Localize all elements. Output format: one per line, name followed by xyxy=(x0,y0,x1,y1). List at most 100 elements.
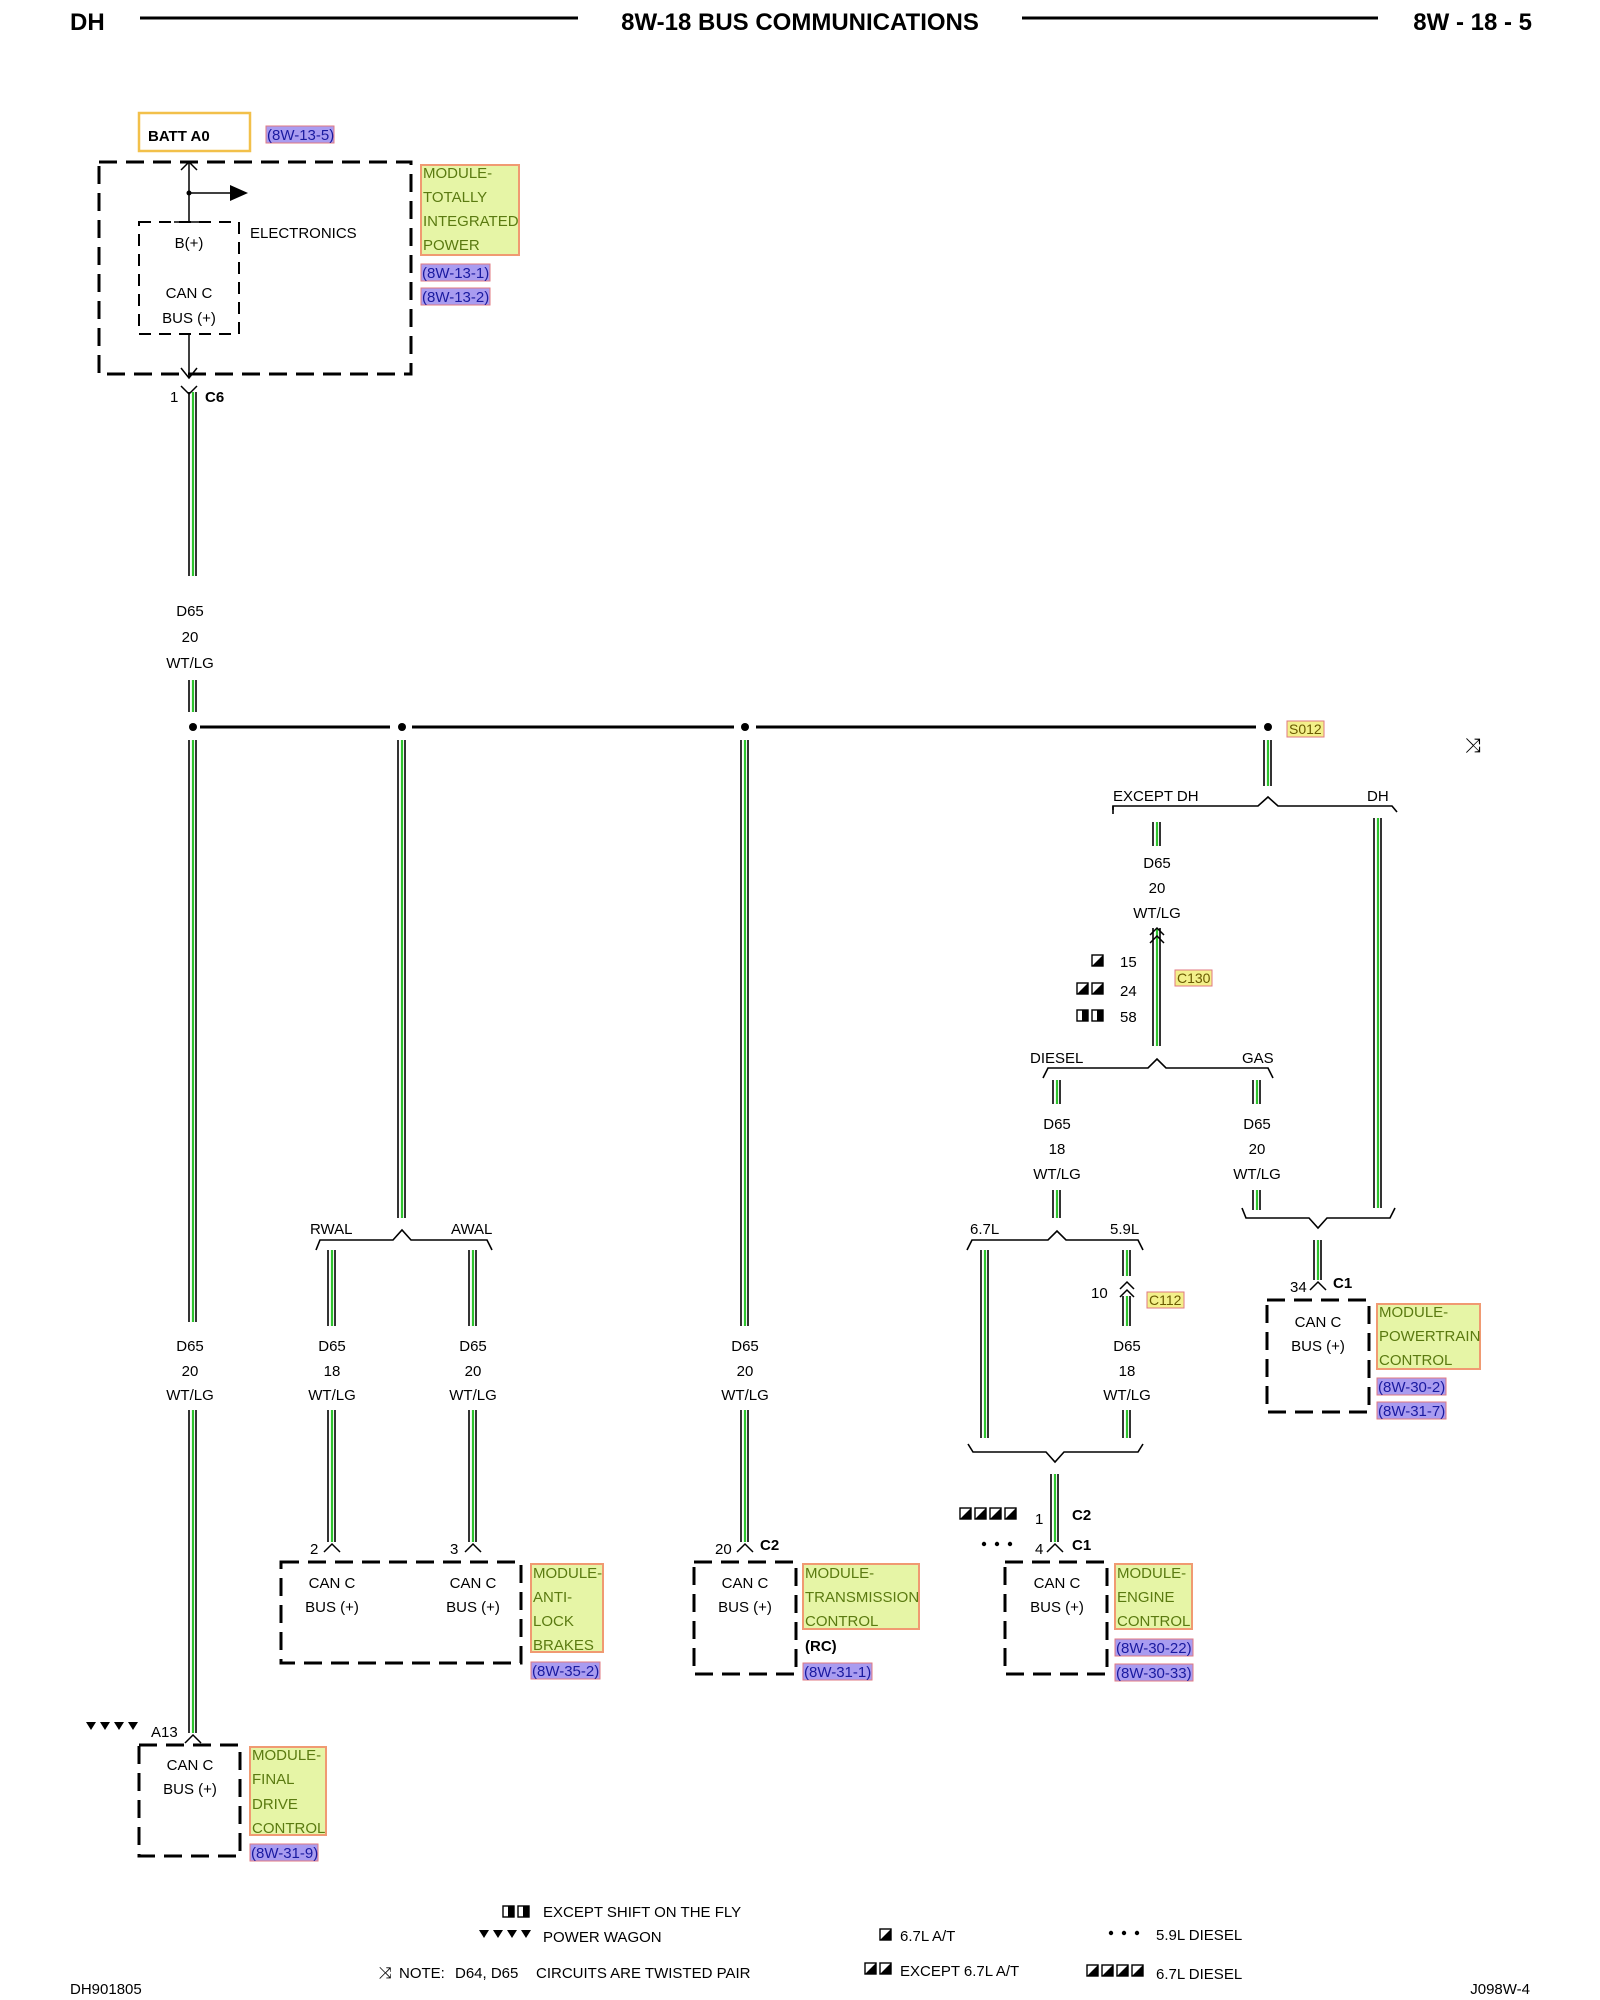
c130-pin: 15 xyxy=(1120,954,1137,971)
tipm-electronics: ELECTRONICS xyxy=(250,225,357,242)
legend-symbol-67diesel-icon xyxy=(959,1507,1017,1520)
wire-tcm xyxy=(740,740,749,1542)
legend-except-shift-icon xyxy=(502,1905,530,1918)
wire-gauge: 20 xyxy=(182,1363,199,1380)
ref-batt[interactable] xyxy=(265,125,335,144)
tipm-bus-plus: BUS (+) xyxy=(162,310,216,327)
wire-label-rwal: D65 18 WT/LG xyxy=(308,1338,356,1404)
fdcm-module-label-box xyxy=(249,1746,327,1836)
splice-s012: S012 xyxy=(1286,720,1325,738)
branch-diesel: DIESEL xyxy=(1030,1050,1083,1067)
legend-symbol-except-67at-icon xyxy=(1076,982,1104,995)
tipm-can-c: CAN C xyxy=(166,285,213,302)
branch-dh: EXCEPT DH DH xyxy=(1112,788,1398,814)
pcm-can-c: CAN C xyxy=(1295,1314,1342,1331)
tipm-connector: C6 xyxy=(205,389,224,406)
tipm-module-label-box xyxy=(420,164,520,256)
wire-awal xyxy=(468,1250,477,1542)
ref-pcm-2[interactable] xyxy=(1376,1401,1447,1420)
wire-circuit: D65 xyxy=(459,1338,487,1355)
ref-tipm-2-text: (8W-13-2) xyxy=(422,289,489,306)
abs-can-c: CAN C xyxy=(309,1575,356,1592)
ref-tipm-2[interactable] xyxy=(420,287,491,306)
branch-awal: AWAL xyxy=(451,1221,492,1238)
c112-label: C112 xyxy=(1149,1292,1182,1308)
legend-note-label: NOTE: xyxy=(399,1965,445,1982)
ref-tcm[interactable] xyxy=(802,1662,873,1681)
ref-pcm-1[interactable] xyxy=(1376,1377,1447,1396)
tipm-module-line: MODULE- xyxy=(423,165,492,182)
ecm-connector-c1: C1 xyxy=(1072,1537,1091,1554)
wire-except-dh xyxy=(1152,822,1161,1046)
ecm-module-label-box xyxy=(1114,1563,1193,1630)
main-bus xyxy=(189,723,1272,731)
tcm-module-line: MODULE- xyxy=(805,1565,874,1582)
tcm-connector: C2 xyxy=(760,1537,779,1554)
wire-circuit: D65 xyxy=(1113,1338,1141,1355)
wire-gas xyxy=(1252,1080,1261,1210)
tipm-pin: 1 xyxy=(170,389,178,406)
ecm-can-c: CAN C xyxy=(1034,1575,1081,1592)
abs-pin-b: 3 xyxy=(450,1541,458,1558)
fdcm-pin: A13 xyxy=(151,1724,178,1741)
ecm-connector-c2: C2 xyxy=(1072,1507,1091,1524)
ref-tcm-text: (8W-31-1) xyxy=(804,1664,871,1681)
pcm-pin: 34 xyxy=(1290,1279,1307,1296)
wire-color: WT/LG xyxy=(1103,1387,1151,1404)
ref-fdcm-text: (8W-31-9) xyxy=(251,1845,318,1862)
legend-59diesel-icon xyxy=(1108,1930,1140,1936)
legend-except-shift: EXCEPT SHIFT ON THE FLY xyxy=(543,1904,741,1921)
abs-can-c: CAN C xyxy=(450,1575,497,1592)
legend-symbol-power-wagon-icon xyxy=(86,1722,138,1730)
abs-pin-a: 2 xyxy=(310,1541,318,1558)
wire-color: WT/LG xyxy=(1233,1166,1281,1183)
ref-ecm-1[interactable] xyxy=(1114,1638,1194,1657)
tcm-can-c: CAN C xyxy=(722,1575,769,1592)
legend-note-text: CIRCUITS ARE TWISTED PAIR xyxy=(536,1965,751,1982)
wire-label-59l: D65 18 WT/LG xyxy=(1103,1338,1151,1404)
tipm-outline xyxy=(97,160,413,376)
legend-note-circuits: D64, D65 xyxy=(455,1965,518,1982)
fdcm-module-line: DRIVE xyxy=(252,1796,298,1813)
wire-gauge: 20 xyxy=(465,1363,482,1380)
wire-color: WT/LG xyxy=(721,1387,769,1404)
branch-abs: RWAL AWAL xyxy=(310,1221,493,1251)
pcm-bus-plus: BUS (+) xyxy=(1291,1338,1345,1355)
legend-symbol-59diesel-icon xyxy=(981,1541,1013,1547)
wire-gauge: 20 xyxy=(1249,1141,1266,1158)
merge-pcm xyxy=(1241,1207,1396,1230)
footer-right: J098W-4 xyxy=(1470,1981,1530,1998)
ref-fdcm[interactable] xyxy=(249,1843,319,1862)
wire-color: WT/LG xyxy=(308,1387,356,1404)
legend-power-wagon-icon xyxy=(479,1930,531,1938)
abs-module-line: LOCK xyxy=(533,1613,574,1630)
wire-diesel xyxy=(1052,1080,1061,1218)
wire-dh xyxy=(1373,818,1382,1208)
ref-ecm-2[interactable] xyxy=(1114,1663,1194,1682)
fdcm-bus-plus: BUS (+) xyxy=(163,1781,217,1798)
ref-tipm-1[interactable] xyxy=(420,263,491,282)
branch-dh-label: DH xyxy=(1367,788,1389,805)
legend: EXCEPT SHIFT ON THE FLY POWER WAGON ⤨ NO… xyxy=(379,1904,1242,1983)
header-left: DH xyxy=(70,9,105,36)
fdcm-can-c: CAN C xyxy=(167,1757,214,1774)
branch-except-dh: EXCEPT DH xyxy=(1113,788,1199,805)
ref-abs[interactable] xyxy=(530,1661,601,1680)
ref-pcm-1-text: (8W-30-2) xyxy=(1378,1379,1445,1396)
ref-tipm-1-text: (8W-13-1) xyxy=(422,265,489,282)
tcm-rc: (RC) xyxy=(805,1638,837,1655)
wire-gauge: 20 xyxy=(182,629,199,646)
wire-circuit: D65 xyxy=(318,1338,346,1355)
branch-59l: 5.9L xyxy=(1110,1221,1139,1238)
wire-gauge: 20 xyxy=(737,1363,754,1380)
fdcm-outline xyxy=(137,1743,242,1858)
connector-c130: C130 15 24 58 xyxy=(1076,926,1213,1026)
branch-engine: 6.7L 5.9L xyxy=(966,1221,1144,1251)
connector-c112: 10 C112 xyxy=(1091,1280,1185,1309)
wire-label-tipm: D65 20 WT/LG xyxy=(166,603,214,672)
legend-power-wagon: POWER WAGON xyxy=(543,1929,662,1946)
batt-a0-label: BATT A0 xyxy=(148,128,210,145)
ref-ecm-2-text: (8W-30-33) xyxy=(1116,1665,1192,1682)
module-fdcm: A13 CAN C BUS (+) MODULE- FINAL DRIVE CO… xyxy=(86,1722,327,1862)
